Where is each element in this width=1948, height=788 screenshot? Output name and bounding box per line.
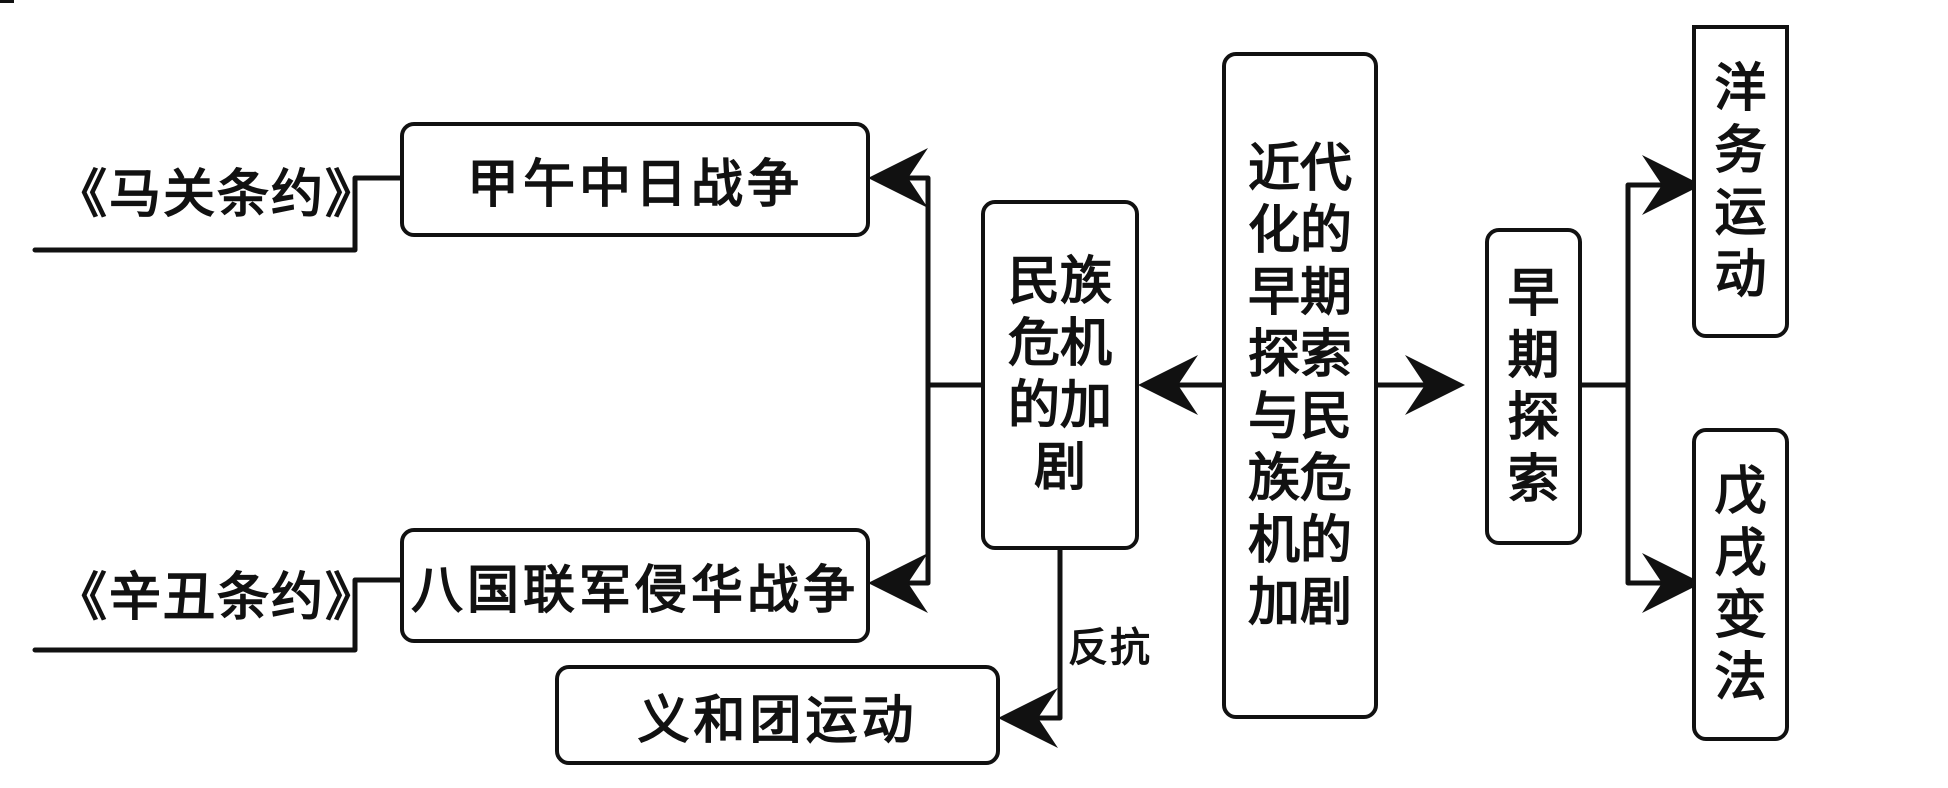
corner-mark: [0, 0, 14, 3]
reform-movement-label: 戊戌变法: [1714, 461, 1767, 708]
central-topic-box: 近代化的早期探索与民族危机的加剧: [1222, 52, 1378, 719]
war-eight-nation-box: 八国联军侵华战争: [400, 528, 870, 643]
treaty1-connector: [32, 175, 403, 253]
westernization-movement-box: 洋务运动: [1692, 25, 1789, 338]
national-crisis-box: 民族危机的加剧: [981, 200, 1139, 550]
treaty2-connector: [32, 577, 403, 653]
national-crisis-label: 民族危机的加剧: [1007, 252, 1112, 498]
central-topic-label: 近代化的早期探索与民族危机的加剧: [1247, 138, 1352, 633]
early-exploration-box: 早期探索: [1485, 228, 1582, 545]
arrow-exploration-to-movement2: [1625, 382, 1702, 613]
treaty-maguan-label: 《马关条约》: [55, 165, 380, 225]
treaty-xinchou-label: 《辛丑条约》: [55, 568, 380, 628]
war-eight-nation-label: 八国联军侵华战争: [410, 561, 859, 621]
boxer-movement-label: 义和团运动: [637, 690, 918, 751]
arrow-crisis-to-resistance: [998, 547, 1063, 748]
resistance-label: 反抗: [1068, 625, 1152, 671]
arrow-crisis-to-war1: [868, 148, 984, 388]
arrow-exploration-to-movement1: [1579, 155, 1702, 388]
boxer-movement-box: 义和团运动: [555, 665, 1000, 765]
war-sino-japanese-label: 甲午中日战争: [466, 155, 803, 215]
early-exploration-label: 早期探索: [1507, 263, 1560, 510]
war-sino-japanese-box: 甲午中日战争: [400, 122, 870, 237]
arrow-crisis-to-war2: [868, 382, 931, 613]
westernization-movement-label: 洋务运动: [1714, 58, 1767, 305]
reform-movement-box: 戊戌变法: [1692, 428, 1789, 741]
